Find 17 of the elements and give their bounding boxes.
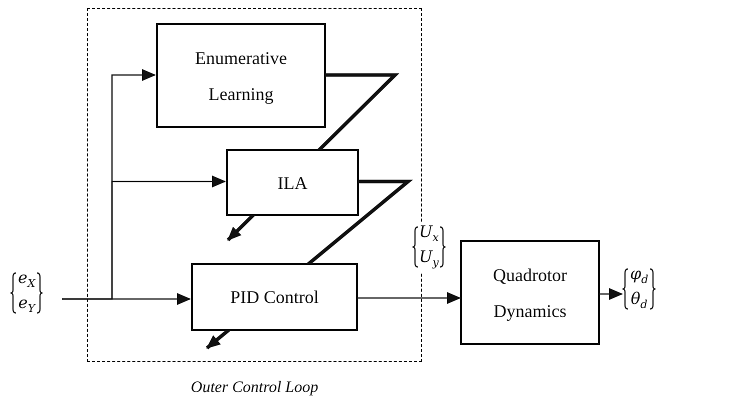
vector-component: e$_{X}$	[18, 268, 36, 292]
vector-component: φ$_{d}$	[630, 264, 648, 288]
arrow	[357, 292, 461, 304]
arrow	[62, 293, 191, 305]
block-label: Quadrotor Dynamics	[492, 264, 568, 323]
block-label: PID Control	[230, 286, 319, 309]
edge-label: U$_{x}$ U$_{y}$	[419, 222, 439, 272]
loop-caption: Outer Control Loop	[190, 379, 320, 397]
process-block	[156, 23, 326, 128]
process-block	[226, 149, 359, 216]
vector-component: θ$_{d}$	[630, 289, 648, 314]
process-block	[460, 240, 600, 345]
process-block	[191, 263, 358, 331]
block-label: ILA	[278, 172, 308, 194]
vector-component: e$_{Y}$	[18, 293, 36, 318]
block-label: Enumerative Learning	[194, 46, 288, 106]
arrow	[600, 288, 623, 300]
